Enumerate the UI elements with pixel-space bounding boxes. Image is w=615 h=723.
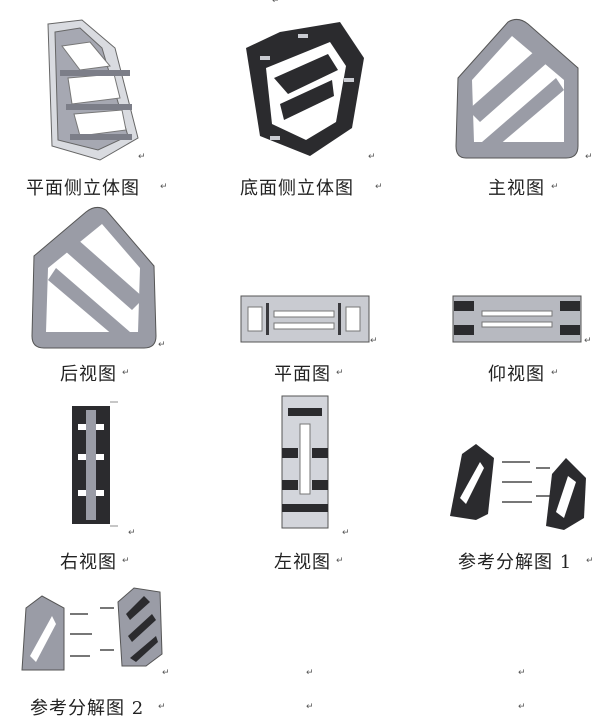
paragraph-mark: ↵ <box>336 556 344 566</box>
caption-front-view: 主视图 <box>488 178 545 199</box>
caption-left-view: 左视图 <box>274 552 331 573</box>
caption-plan-isometric: 平面侧立体图 <box>26 178 140 199</box>
paragraph-mark: ↵ <box>585 152 593 162</box>
paragraph-mark: ↵ <box>518 668 526 678</box>
paragraph-mark: ↵ <box>162 668 170 678</box>
paragraph-mark: ↵ <box>158 340 166 350</box>
figure-plan-isometric <box>40 18 145 163</box>
caption-bottom-view: 仰视图 <box>488 364 545 385</box>
paragraph-mark: ↵ <box>138 152 146 162</box>
caption-plan-view: 平面图 <box>274 364 331 385</box>
figure-exploded-1 <box>446 438 592 534</box>
paragraph-mark: ↵ <box>128 528 136 538</box>
paragraph-mark: ↵ <box>122 368 130 378</box>
paragraph-mark: ↵ <box>584 336 592 346</box>
paragraph-mark: ↵ <box>586 556 594 566</box>
paragraph-mark: ↵ <box>375 182 383 192</box>
figure-left-view <box>278 394 334 532</box>
caption-right-view: 右视图 <box>60 552 117 573</box>
caption-exploded-2: 参考分解图 2 <box>30 698 145 719</box>
caption-rear-view: 后视图 <box>60 364 117 385</box>
figure-right-view <box>66 396 122 532</box>
figure-bottom-view <box>452 295 582 343</box>
figure-plan-view <box>240 295 370 343</box>
paragraph-mark: ↵ <box>551 182 559 192</box>
figure-bottom-isometric <box>240 18 370 160</box>
figure-rear-view <box>26 206 160 351</box>
paragraph-mark: ↵ <box>370 336 378 346</box>
paragraph-mark: ↵ <box>160 182 168 192</box>
caption-exploded-1: 参考分解图 1 <box>458 552 573 573</box>
paragraph-mark: ↵ <box>306 702 314 712</box>
paragraph-mark: ↵ <box>336 368 344 378</box>
paragraph-mark: ↵ <box>158 702 166 712</box>
paragraph-mark: ↵ <box>368 152 376 162</box>
paragraph-mark: ↵ <box>551 368 559 378</box>
figure-front-view <box>452 18 584 163</box>
caption-bottom-isometric: 底面侧立体图 <box>240 178 354 199</box>
paragraph-mark: ↵ <box>518 702 526 712</box>
top-paragraph-mark: ↵ <box>272 0 280 6</box>
figure-exploded-2 <box>18 584 168 676</box>
paragraph-mark: ↵ <box>342 528 350 538</box>
paragraph-mark: ↵ <box>306 668 314 678</box>
paragraph-mark: ↵ <box>122 556 130 566</box>
